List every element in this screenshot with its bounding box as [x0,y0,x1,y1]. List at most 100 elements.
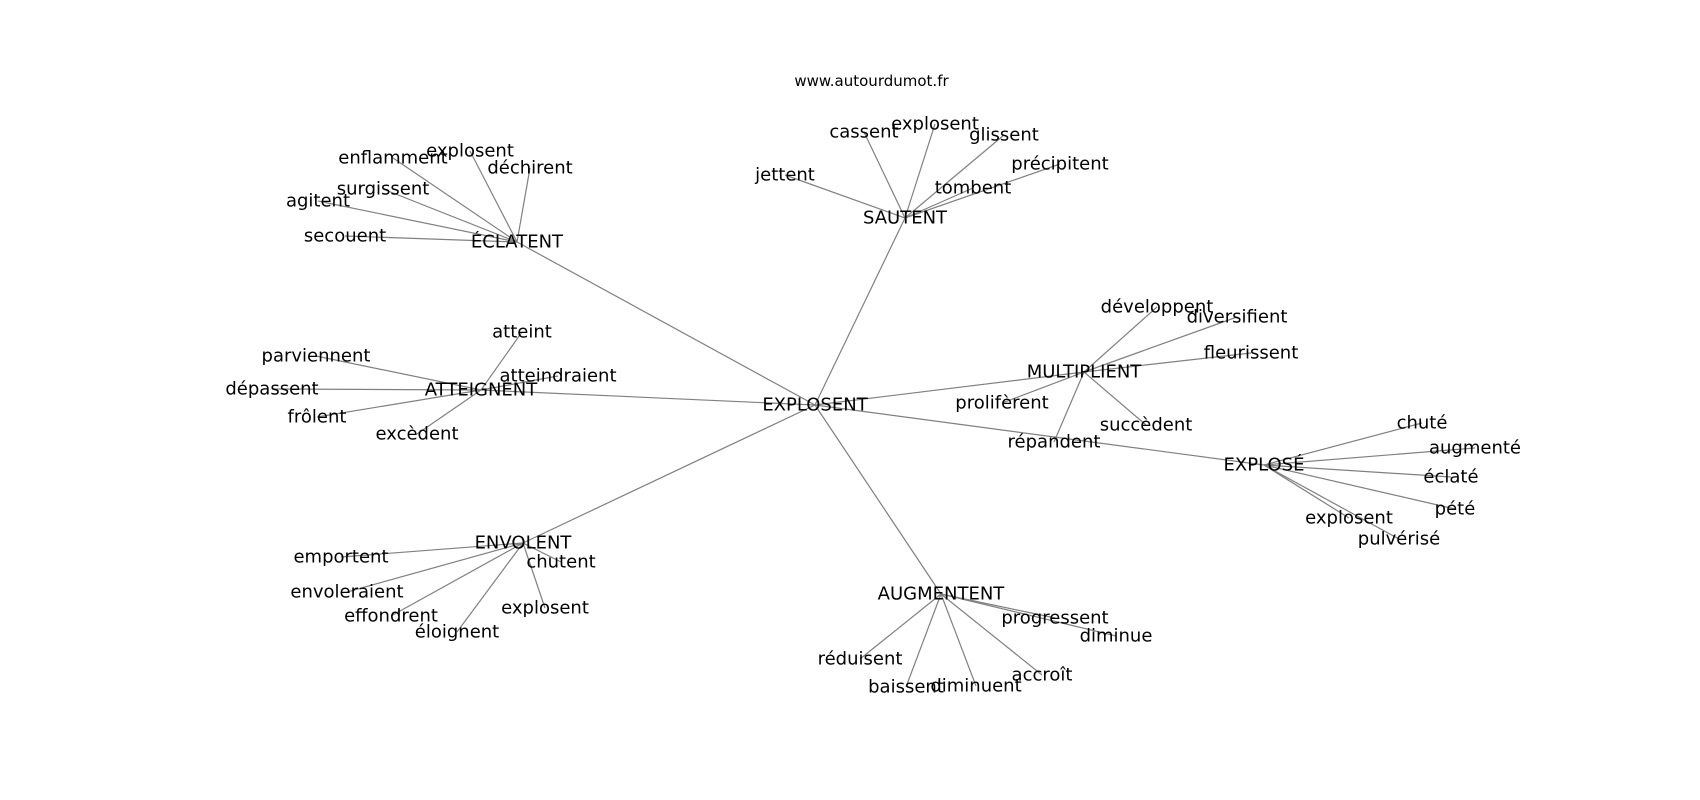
edge-augmentent-baissent [905,593,942,688]
edge-eclatent-explosent [469,150,518,243]
leaf-node-progressent: progressent [1001,608,1108,629]
edge-explose-pete [1263,464,1456,510]
edge-explose-augmente [1263,447,1476,466]
leaf-node-accroit: accroît [1012,665,1073,686]
leaf-node-chutent: chutent [526,552,595,573]
leaf-node-developpent: développent [1101,297,1214,318]
edge-multiplient-repandent [1053,371,1085,443]
root-node: EXPLOSENT [762,395,868,416]
leaf-node-dechirent: déchirent [487,158,572,179]
leaf-node-excedent: excèdent [375,424,458,445]
edge-sautent-precipitent [904,163,1061,219]
edge-root-eclatent [516,241,816,406]
edge-root-atteignent [480,389,816,406]
leaf-node-jettent: jettent [754,165,815,186]
edge-eclatent-agitent [317,200,518,243]
edge-augmentent-accroit [940,593,1043,676]
edge-atteignent-excedent [416,389,482,435]
edge-envolent-chutent [522,542,562,563]
edge-envolent-effondrent [390,542,524,617]
edge-multiplient-diversifient [1083,316,1238,373]
edge-explose-eclate [1263,464,1452,478]
leaf-node-chute: chuté [1397,413,1448,434]
leaf-node-repandent: répandent [1008,432,1101,453]
leaf-node-pete: pété [1435,499,1476,520]
edge-atteignent-depassent [271,388,482,391]
leaf-node-frolent: frôlent [288,407,347,428]
edge-root-envolent [522,404,816,544]
edge-sautent-jettent [784,174,906,219]
edge-atteignent-atteint [480,331,523,391]
edge-sautent-glissent [904,134,1005,219]
leaf-node-eloignent: éloignent [415,622,499,643]
edge-root-explose [814,404,1265,466]
edge-multiplient-fleurissent [1083,352,1252,373]
edge-root-sautent [814,217,906,406]
edge-multiplient-developpent [1083,306,1158,373]
leaf-node-parviennent: parviennent [262,346,371,367]
edge-explose-chute [1263,422,1423,466]
hub-node-envolent: ENVOLENT [475,533,573,554]
hub-node-atteignent: ATTEIGNENT [425,380,539,401]
leaf-node-diminuent: diminuent [930,676,1021,697]
leaf-node-fleurissent: fleurissent [1204,343,1299,364]
leaf-node-proliferent: prolifèrent [955,393,1048,414]
leaf-node-depassent: dépassent [225,379,318,400]
edge-envolent-envoleraient [346,542,524,593]
hub-node-augmentent: AUGMENTENT [878,584,1006,605]
leaf-node-explosent: explosent [1305,508,1393,529]
edge-root-multiplient [814,371,1085,406]
edge-explose-pulverise [1263,464,1400,540]
hub-node-explose: EXPLOSÉ [1224,454,1305,476]
edge-eclatent-dechirent [516,167,531,243]
leaf-node-emportent: emportent [293,547,388,568]
edge-multiplient-succedent [1083,371,1147,426]
leaf-node-diversifient: diversifient [1187,307,1288,328]
leaf-node-augmente: augmenté [1429,438,1521,459]
leaf-node-envoleraient: envoleraient [290,582,403,603]
edge-augmentent-reduisent [859,593,942,660]
leaf-node-glissent: glissent [969,125,1039,146]
edge-multiplient-proliferent [1001,371,1085,404]
leaf-node-atteint: atteint [492,322,552,343]
edge-explose-explosent [1263,464,1350,519]
edge-eclatent-secouent [344,235,518,243]
edge-augmentent-diminuent [940,593,977,687]
edge-atteignent-parviennent [315,355,482,391]
leaf-node-secouent: secouent [304,226,386,247]
edge-atteignent-atteindraient [480,375,559,391]
hub-node-multiplient: MULTIPLIENT [1027,362,1143,383]
leaf-node-cassent: cassent [829,122,898,143]
hub-node-sautent: SAUTENT [863,208,948,229]
leaf-node-agitent: agitent [286,191,350,212]
edge-envolent-eloignent [456,542,524,633]
edge-eclatent-surgissent [382,188,518,243]
edge-augmentent-diminue [940,593,1117,637]
leaf-node-reduisent: réduisent [818,649,903,670]
leaf-node-precipitent: précipitent [1011,154,1108,175]
leaf-node-explosent: explosent [501,598,589,619]
edge-sautent-cassent [863,131,906,219]
leaf-node-surgissent: surgissent [337,179,430,200]
source-url: www.autourdumot.fr [794,72,949,90]
edge-eclatent-enflamment [392,157,518,243]
edge-atteignent-frolent [316,389,482,418]
leaf-node-explosent: explosent [891,114,979,135]
leaf-node-effondrent: effondrent [344,606,438,627]
edge-envolent-emportent [340,542,524,558]
edge-sautent-tombent [904,187,974,219]
edge-sautent-explosent [904,123,936,219]
leaf-node-eclate: éclaté [1423,467,1478,488]
leaf-node-tombent: tombent [935,178,1012,199]
edge-root-augmentent [814,404,942,595]
leaf-node-explosent: explosent [426,141,514,162]
leaf-node-enflamment: enflamment [338,148,447,169]
leaf-node-pulverise: pulvérisé [1358,529,1440,550]
edge-envolent-explosent [522,542,546,609]
leaf-node-atteindraient: atteindraient [499,366,616,387]
leaf-node-succedent: succèdent [1100,415,1193,436]
hub-node-eclatent: ÉCLATENT [471,231,564,253]
leaf-node-baissent: baissent [868,677,944,698]
leaf-node-diminue: diminue [1080,626,1153,647]
